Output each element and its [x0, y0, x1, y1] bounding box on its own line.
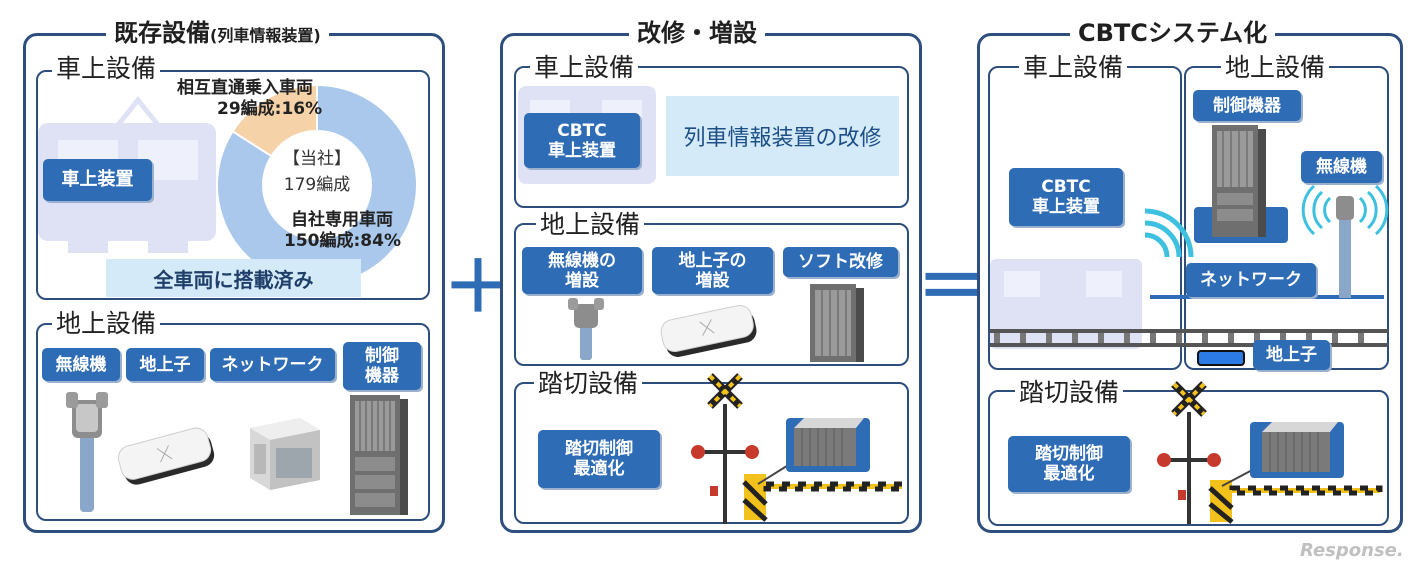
plus-sign: ＋	[443, 246, 513, 328]
crossing-title-cbtc: 踏切設備	[1015, 378, 1124, 408]
radio-button-system[interactable]: 無線機	[1301, 151, 1382, 183]
crossing-system-line2: 最適化	[1043, 464, 1095, 484]
control-server-icon-system	[1194, 125, 1288, 243]
slice-label-through-line2: 29編成:16%	[217, 99, 323, 119]
radio-add-line1: 無線機の	[548, 250, 616, 271]
crossing-optimize-line2: 最適化	[573, 459, 625, 479]
balise-add-line2: 増設	[695, 270, 730, 291]
control-button-existing[interactable]: 制御 機器	[343, 342, 421, 390]
control-button-system[interactable]: 制御機器	[1193, 90, 1301, 121]
equal-sign: ＝	[917, 246, 987, 328]
installed-banner: 全車両に搭載済み	[106, 259, 361, 297]
crossing-system-line1: 踏切制御	[1035, 444, 1103, 464]
onboard-title-existing: 車上設備	[52, 54, 161, 84]
cbtc-onboard-button-upgrade[interactable]: CBTC 車上装置	[524, 113, 640, 168]
server-icon-upgrade	[810, 284, 864, 362]
level-crossing-icon-upgrade	[691, 373, 905, 524]
info-device-upgrade: 列車情報装置の改修	[666, 96, 899, 176]
level-crossing-icon-system	[1157, 381, 1383, 524]
balise-add-button[interactable]: 地上子の 増設	[652, 247, 773, 294]
balise-button-existing[interactable]: 地上子	[126, 348, 204, 381]
cbtc-system-line2: 車上装置	[1032, 197, 1100, 217]
cbtc-onboard-line1: CBTC	[557, 120, 607, 141]
network-unit-icon	[250, 418, 320, 490]
crossing-optimize-line1: 踏切制御	[565, 439, 633, 459]
radio-add-line2: 増設	[565, 270, 599, 291]
radio-add-button[interactable]: 無線機の 増設	[522, 247, 642, 294]
software-update-button[interactable]: ソフト改修	[783, 247, 898, 277]
ground-title-cbtc: 地上設備	[1221, 53, 1330, 83]
cbtc-onboard-button-system[interactable]: CBTC 車上装置	[1009, 168, 1123, 226]
onboard-title-cbtc: 車上設備	[1019, 53, 1128, 83]
control-cabinet-icon	[350, 395, 408, 515]
ground-title-existing: 地上設備	[52, 309, 161, 339]
radio-button-existing[interactable]: 無線機	[42, 348, 120, 381]
panel-title-existing-sub: (列車情報装置)	[210, 26, 321, 45]
control-button-line2: 機器	[365, 366, 399, 386]
donut-center-line2: 179編成	[283, 175, 351, 195]
network-button-existing[interactable]: ネットワーク	[210, 348, 335, 381]
panel-title-cbtc: CBTCシステム化	[1070, 18, 1276, 48]
slice-label-through-line1: 相互直通乗入車両	[177, 78, 313, 98]
slice-label-through: 相互直通乗入車両 29編成:16%	[177, 78, 322, 120]
panel-title-existing: 既存設備(列車情報装置)	[106, 18, 329, 51]
balise-button-system[interactable]: 地上子	[1253, 340, 1330, 370]
slice-label-own-line1: 自社専用車両	[290, 210, 393, 230]
antenna-icon-upgrade	[568, 298, 604, 360]
panel-title-upgrade: 改修・増設	[629, 18, 765, 48]
slice-label-own: 自社専用車両 150編成:84%	[284, 210, 401, 252]
antenna-pole-icon	[66, 392, 108, 512]
onboard-title-upgrade: 車上設備	[530, 53, 639, 83]
control-button-line1: 制御	[365, 346, 399, 366]
radio-antenna-icon-system	[1301, 184, 1389, 298]
balise-device-icon	[117, 427, 215, 485]
crossing-optimize-button-system[interactable]: 踏切制御 最適化	[1008, 436, 1130, 492]
onboard-device-button[interactable]: 車上装置	[43, 159, 152, 201]
donut-chart	[216, 83, 418, 286]
watermark: Response.	[1300, 540, 1404, 561]
ground-title-upgrade: 地上設備	[536, 210, 645, 240]
crossing-title-upgrade: 踏切設備	[534, 369, 643, 399]
slice-label-own-line2: 150編成:84%	[284, 231, 401, 251]
cbtc-scene	[990, 208, 1388, 366]
balise-icon-upgrade	[660, 305, 757, 357]
balise-add-line1: 地上子の	[678, 250, 747, 271]
donut-center-line1: 【当社】	[283, 149, 351, 169]
cbtc-system-line1: CBTC	[1041, 177, 1091, 197]
network-button-system[interactable]: ネットワーク	[1186, 263, 1316, 297]
panel-title-existing-main: 既存設備	[114, 19, 210, 47]
crossing-optimize-button-upgrade[interactable]: 踏切制御 最適化	[538, 430, 660, 488]
cbtc-onboard-line2: 車上装置	[548, 140, 616, 161]
donut-center-label: 【当社】 179編成	[262, 146, 372, 198]
